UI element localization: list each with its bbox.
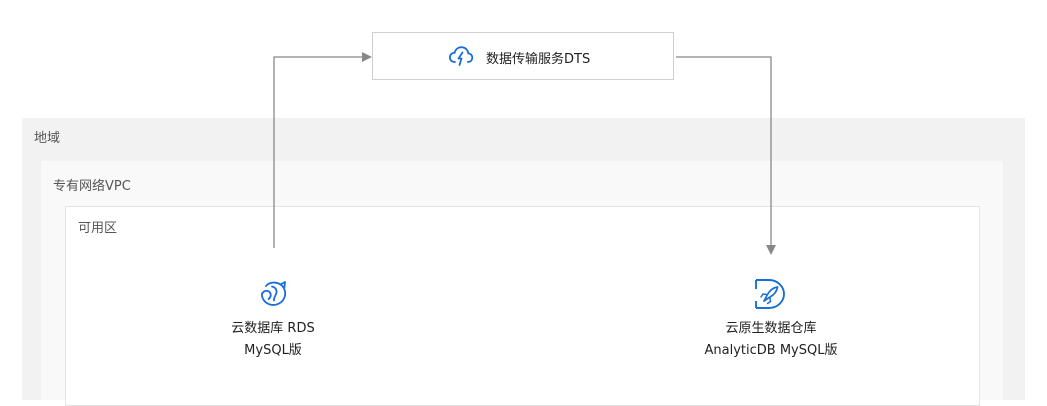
dts-node[interactable] — [372, 32, 674, 80]
rds-label-line1: 云数据库 RDS — [231, 321, 315, 336]
region-label: 地域 — [34, 131, 61, 146]
analyticdb-label-line2: AnalyticDB MySQL版 — [704, 343, 838, 358]
analyticdb-label-line1: 云原生数据仓库 — [725, 321, 817, 336]
cloud-dts-icon — [449, 46, 474, 66]
zone-label: 可用区 — [78, 221, 118, 236]
rds-icon — [261, 281, 287, 306]
analyticdb-icon — [755, 279, 785, 309]
vpc-label: 专有网络VPC — [53, 179, 131, 194]
zone-container — [65, 206, 980, 406]
dts-label: 数据传输服务DTS — [486, 52, 591, 67]
rds-label: 云数据库 RDS MySQL版 — [153, 318, 393, 362]
analyticdb-label: 云原生数据仓库 AnalyticDB MySQL版 — [651, 318, 891, 362]
rds-label-line2: MySQL版 — [244, 343, 302, 358]
